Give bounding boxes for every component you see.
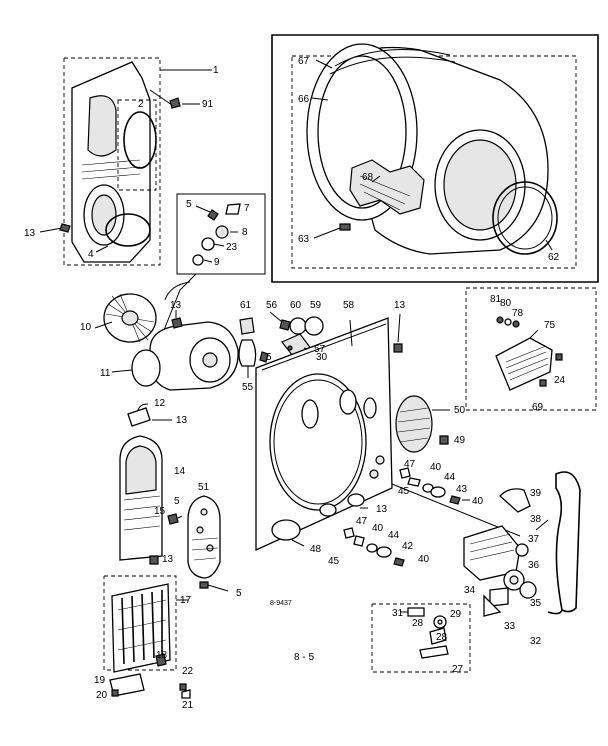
label-61: 61 — [240, 300, 252, 311]
idler-group — [371, 603, 471, 673]
label-18: 18 — [156, 650, 168, 661]
label-11: 11 — [100, 368, 111, 379]
label-63: 63 — [298, 234, 310, 245]
lint-filter-group — [465, 287, 597, 411]
label-28: 28 — [412, 618, 424, 629]
label-47: 47 — [404, 459, 416, 470]
label-32: 32 — [530, 636, 542, 647]
label-44: 44 — [444, 472, 456, 483]
label-38: 38 — [530, 514, 542, 525]
label-13: 13 — [170, 300, 182, 311]
label-66: 66 — [298, 94, 310, 105]
heater-group — [103, 575, 191, 699]
label-40: 40 — [430, 462, 442, 473]
drawing-number: 8-9437 — [270, 600, 292, 607]
label-13: 13 — [24, 228, 36, 239]
label-45: 45 — [398, 486, 410, 497]
label-42: 42 — [402, 541, 414, 552]
label-21: 21 — [182, 700, 194, 711]
label-13: 13 — [394, 300, 406, 311]
label-9: 9 — [214, 257, 220, 268]
motor-group — [463, 471, 581, 617]
label-23: 23 — [226, 242, 238, 253]
label-49: 49 — [454, 435, 466, 446]
label-40: 40 — [372, 523, 384, 534]
label-31: 31 — [392, 608, 404, 619]
label-2: 2 — [138, 99, 144, 110]
label-43: 43 — [456, 484, 468, 495]
label-15: 15 — [154, 506, 166, 517]
label-28: 28 — [436, 632, 448, 643]
label-37: 37 — [528, 534, 540, 545]
label-14: 14 — [174, 466, 186, 477]
label-5: 5 — [236, 588, 242, 599]
label-5: 5 — [186, 199, 192, 210]
part-labels: 1 2 91 13 4 67 66 68 63 62 5 7 8 23 9 13… — [24, 56, 566, 711]
label-40: 40 — [418, 554, 430, 565]
label-39: 39 — [530, 488, 542, 499]
label-5: 5 — [266, 352, 272, 363]
label-68: 68 — [362, 172, 374, 183]
label-50: 50 — [454, 405, 466, 416]
label-57: 57 — [314, 344, 326, 355]
label-51: 51 — [198, 482, 210, 493]
label-91: 91 — [202, 99, 214, 110]
label-60: 60 — [290, 300, 302, 311]
label-48: 48 — [310, 544, 322, 555]
label-62: 62 — [548, 252, 560, 263]
label-20: 20 — [96, 690, 108, 701]
front-bulkhead-group — [39, 57, 212, 266]
label-5: 5 — [174, 496, 180, 507]
label-34: 34 — [464, 585, 476, 596]
label-1: 1 — [213, 65, 219, 76]
label-12: 12 — [154, 398, 166, 409]
label-29: 29 — [450, 609, 462, 620]
label-75: 75 — [544, 320, 556, 331]
exhaust-duct-group — [119, 403, 229, 592]
label-78: 78 — [512, 308, 524, 319]
label-59: 59 — [310, 300, 322, 311]
label-35: 35 — [530, 598, 542, 609]
drum-group — [271, 34, 599, 283]
label-4: 4 — [88, 249, 94, 260]
label-24: 24 — [554, 375, 566, 386]
label-7: 7 — [244, 203, 250, 214]
label-81: 81 — [490, 294, 502, 305]
page-label: 8 - 5 — [294, 652, 314, 663]
label-13: 13 — [162, 554, 174, 565]
label-45: 45 — [328, 556, 340, 567]
label-44: 44 — [388, 530, 400, 541]
label-56: 56 — [266, 300, 278, 311]
label-67: 67 — [298, 56, 310, 67]
label-13: 13 — [176, 415, 188, 426]
label-27: 27 — [452, 664, 464, 675]
label-40: 40 — [472, 496, 484, 507]
label-10: 10 — [80, 322, 92, 333]
label-58: 58 — [343, 300, 355, 311]
label-36: 36 — [528, 560, 540, 571]
label-47: 47 — [356, 516, 368, 527]
label-33: 33 — [504, 621, 516, 632]
label-13: 13 — [376, 504, 388, 515]
label-19: 19 — [94, 675, 106, 686]
lower-hardware-group — [343, 527, 405, 567]
rear-panel-group — [255, 313, 403, 552]
hardware-box-group — [176, 193, 266, 275]
blower-group — [94, 273, 239, 391]
label-80: 80 — [500, 298, 512, 309]
filter-hardware-group — [391, 395, 531, 537]
label-69: 69 — [532, 402, 544, 413]
label-22: 22 — [182, 666, 194, 677]
label-17: 17 — [180, 595, 192, 606]
label-8: 8 — [242, 227, 248, 238]
label-55: 55 — [242, 382, 254, 393]
label-30: 30 — [316, 352, 328, 363]
